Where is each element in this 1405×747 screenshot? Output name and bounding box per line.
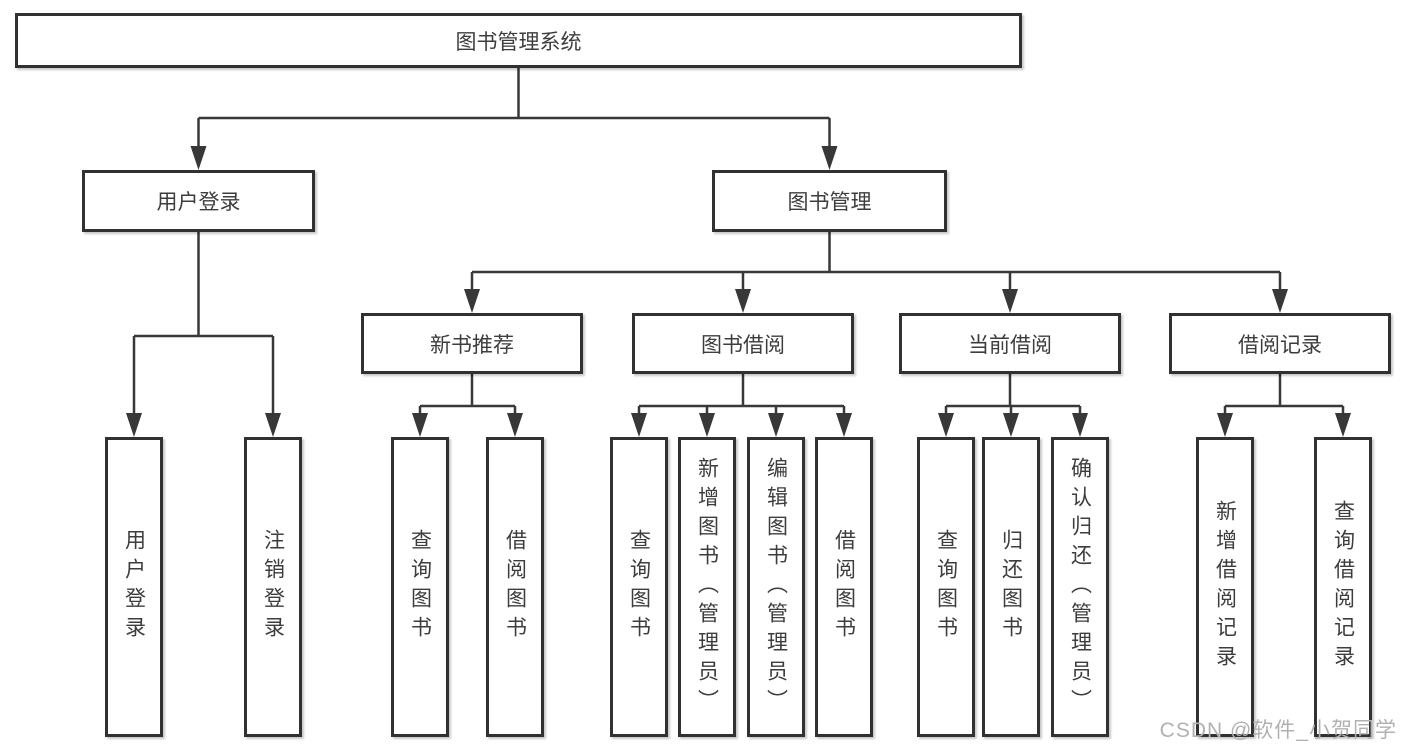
arrowhead bbox=[699, 413, 715, 437]
leaf-logout: 注销登录 bbox=[244, 437, 302, 737]
arrowhead bbox=[1217, 413, 1233, 437]
arrowhead bbox=[836, 413, 852, 437]
node-book-management: 图书管理 bbox=[712, 170, 947, 232]
leaf-label: 新增图书（管理员） bbox=[695, 456, 719, 718]
leaf-current-query-books: 查询图书 bbox=[917, 437, 975, 737]
arrowhead bbox=[507, 413, 523, 437]
leaf-label: 查询借阅记录 bbox=[1331, 500, 1355, 674]
leaf-newbook-query-books: 查询图书 bbox=[391, 437, 449, 737]
arrowhead bbox=[1335, 413, 1351, 437]
node-current-borrowing: 当前借阅 bbox=[899, 313, 1121, 374]
arrowhead bbox=[126, 413, 142, 437]
leaf-newbook-borrow-books: 借阅图书 bbox=[486, 437, 544, 737]
node-book-borrowing: 图书借阅 bbox=[632, 313, 854, 374]
arrowhead bbox=[190, 146, 207, 170]
leaf-label: 借阅图书 bbox=[503, 529, 527, 645]
node-user-login: 用户登录 bbox=[82, 170, 315, 232]
leaf-label: 查询图书 bbox=[408, 529, 432, 645]
leaf-label: 注销登录 bbox=[261, 529, 285, 645]
leaf-records-add-record: 新增借阅记录 bbox=[1196, 437, 1254, 737]
node-new-book-recommend: 新书推荐 bbox=[361, 313, 583, 374]
arrowhead bbox=[1003, 413, 1019, 437]
arrowhead bbox=[768, 413, 784, 437]
arrowhead bbox=[821, 146, 838, 170]
connector-current-children bbox=[944, 374, 1082, 414]
arrowhead bbox=[265, 413, 281, 437]
node-label: 用户登录 bbox=[156, 191, 241, 214]
arrowhead bbox=[464, 289, 480, 313]
leaf-label: 查询图书 bbox=[934, 529, 958, 645]
arrowhead bbox=[1072, 413, 1088, 437]
arrowhead bbox=[1272, 289, 1288, 313]
leaf-current-confirm-return-admin: 确认归还（管理员） bbox=[1051, 437, 1109, 737]
arrowhead bbox=[938, 413, 954, 437]
arrowhead bbox=[631, 413, 647, 437]
node-label: 图书管理 bbox=[787, 191, 872, 214]
node-label: 新书推荐 bbox=[430, 333, 514, 357]
node-borrowing-records: 借阅记录 bbox=[1169, 313, 1391, 374]
leaf-label: 编辑图书（管理员） bbox=[764, 456, 788, 718]
csdn-watermark: CSDN @软件_小贺同学 bbox=[1159, 719, 1397, 742]
connector-book-management-children bbox=[470, 232, 1282, 290]
arrowhead bbox=[412, 413, 428, 437]
node-label: 当前借阅 bbox=[968, 333, 1052, 357]
connector-borrow-children bbox=[637, 374, 846, 414]
leaf-current-return-books: 归还图书 bbox=[982, 437, 1040, 737]
leaf-borrow-query-books: 查询图书 bbox=[610, 437, 668, 737]
leaf-user-login: 用户登录 bbox=[105, 437, 163, 737]
leaf-borrow-edit-books-admin: 编辑图书（管理员） bbox=[747, 437, 805, 737]
leaf-label: 借阅图书 bbox=[832, 529, 856, 645]
connector-root-to-level2 bbox=[197, 68, 831, 147]
leaf-records-query-record: 查询借阅记录 bbox=[1314, 437, 1372, 737]
arrowhead bbox=[735, 289, 751, 313]
leaf-label: 新增借阅记录 bbox=[1213, 500, 1237, 674]
leaf-label: 确认归还（管理员） bbox=[1068, 456, 1092, 718]
leaf-label: 查询图书 bbox=[627, 529, 651, 645]
connector-records-children bbox=[1223, 374, 1345, 414]
leaf-label: 用户登录 bbox=[122, 529, 146, 645]
node-label: 图书借阅 bbox=[701, 333, 785, 357]
arrowhead bbox=[1002, 289, 1018, 313]
node-root: 图书管理系统 bbox=[15, 13, 1022, 68]
connector-new-book-children bbox=[418, 374, 517, 414]
leaf-borrow-borrow-books: 借阅图书 bbox=[815, 437, 873, 737]
connector-user-login-children bbox=[132, 232, 275, 414]
node-label: 借阅记录 bbox=[1238, 333, 1322, 357]
leaf-label: 归还图书 bbox=[999, 529, 1023, 645]
node-label: 图书管理系统 bbox=[455, 30, 582, 54]
leaf-borrow-add-books-admin: 新增图书（管理员） bbox=[678, 437, 736, 737]
